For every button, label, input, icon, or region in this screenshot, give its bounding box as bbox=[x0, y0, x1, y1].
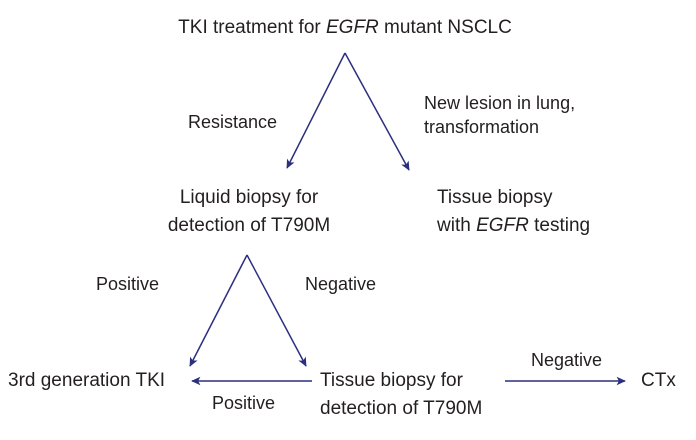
node-tissue-biopsy-t790m: Tissue biopsy for detection of T790M bbox=[320, 367, 482, 423]
edge-positive-upper bbox=[189, 254, 248, 367]
node-liquid-biopsy-line2: detection of T790M bbox=[167, 215, 331, 236]
node-tissue-biopsy-t790m-line2: detection of T790M bbox=[320, 398, 483, 419]
node-tissue-biopsy-egfr: Tissue biopsy with EGFR testing bbox=[437, 184, 590, 240]
node-tki-treatment-label: TKI treatment for EGFR mutant NSCLC bbox=[178, 17, 512, 38]
node-third-generation-tki-label: 3rd generation TKI bbox=[8, 370, 166, 391]
edge-label-positive-lower: Positive bbox=[212, 393, 276, 413]
edge-resistance bbox=[286, 52, 346, 169]
node-tissue-biopsy-t790m-line1: Tissue biopsy for bbox=[320, 370, 463, 391]
node-liquid-biopsy: Liquid biopsy for detection of T790M bbox=[144, 184, 354, 240]
node-liquid-biopsy-line1: Liquid biopsy for bbox=[179, 187, 319, 208]
node-ctx: CTx bbox=[641, 367, 676, 395]
edge-new-lesion bbox=[344, 52, 410, 171]
edge-negative-upper bbox=[246, 254, 307, 367]
edge-label-positive-upper: Positive bbox=[96, 274, 160, 294]
gene-egfr-title: EGFR bbox=[326, 17, 379, 38]
node-tissue-biopsy-egfr-line1: Tissue biopsy bbox=[437, 187, 553, 208]
node-ctx-label: CTx bbox=[641, 370, 676, 391]
node-third-generation-tki: 3rd generation TKI bbox=[8, 367, 165, 395]
edge-label-negative-upper: Negative bbox=[305, 274, 377, 294]
edge-label-resistance: Resistance bbox=[188, 112, 278, 132]
gene-egfr-testing: EGFR bbox=[476, 215, 529, 236]
node-tki-treatment: TKI treatment for EGFR mutant NSCLC bbox=[166, 14, 524, 42]
edge-label-new-lesion: New lesion in lung, transformation bbox=[424, 93, 576, 137]
edge-label-negative-lower: Negative bbox=[531, 350, 603, 370]
node-tissue-biopsy-egfr-line2: with EGFR testing bbox=[437, 215, 591, 236]
